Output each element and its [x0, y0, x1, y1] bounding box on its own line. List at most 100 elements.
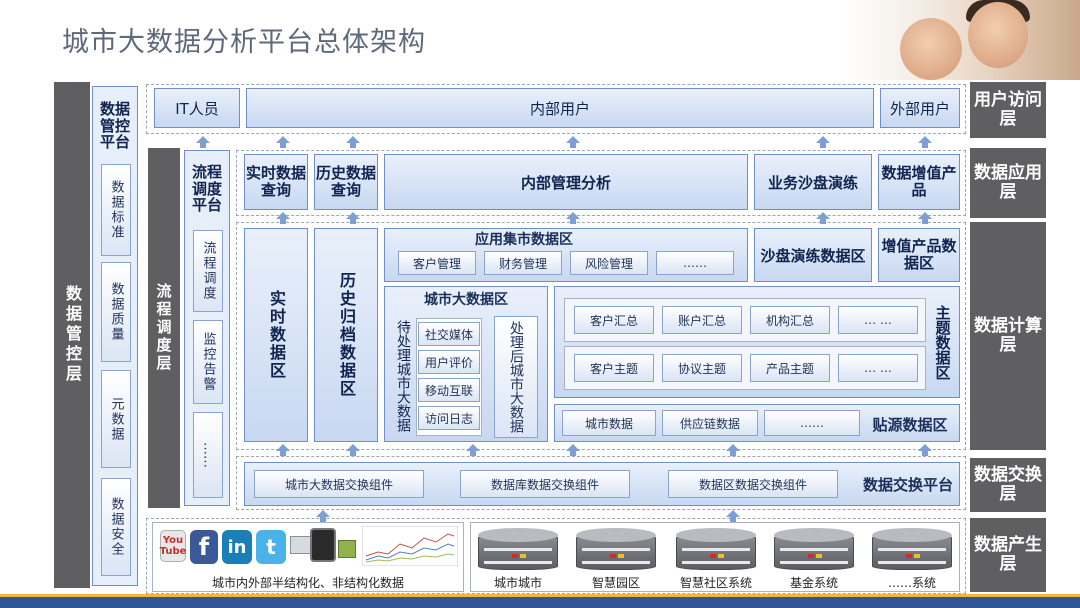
db-park-icon [576, 528, 656, 572]
topic-row2-more: … … [838, 354, 918, 382]
up-arrow-stem [820, 143, 826, 148]
internal-analysis-box: 内部管理分析 [384, 154, 748, 210]
up-arrow-icon [566, 444, 580, 451]
up-arrow-stem [922, 219, 928, 224]
mgmt-item-security: 数据安全 [101, 478, 131, 576]
mgmt-platform-title: 数据管控平台 [99, 100, 130, 152]
up-arrow-icon [316, 510, 330, 517]
footer-accent-line [0, 594, 1080, 597]
up-arrow-icon [346, 136, 360, 143]
up-arrow-icon [918, 444, 932, 451]
db-city-icon [478, 528, 558, 572]
up-arrow-stem [200, 143, 206, 148]
up-arrow-icon [276, 212, 290, 219]
exchange-city-component: 城市大数据交换组件 [254, 470, 424, 498]
up-arrow-stem [280, 451, 286, 456]
flow-layer-band: 流程调度层 [148, 148, 180, 508]
topic-account-summary: 账户汇总 [662, 306, 742, 334]
up-arrow-icon [726, 444, 740, 451]
topic-customer-summary: 客户汇总 [574, 306, 654, 334]
sandbox-box: 业务沙盘演练 [754, 154, 872, 210]
external-user-box: 外部用户 [880, 88, 960, 128]
phone-icon [310, 528, 336, 562]
mart-item-risk: 风险管理 [570, 251, 648, 275]
up-arrow-icon [816, 136, 830, 143]
up-arrow-icon [346, 212, 360, 219]
realtime-zone: 实时数据区 [244, 228, 308, 442]
flow-item-more: …… [193, 412, 223, 498]
mgmt-layer-label: 数据管控层 [63, 285, 82, 385]
up-arrow-icon [918, 136, 932, 143]
db-other-icon [872, 528, 952, 572]
up-arrow-stem [350, 451, 356, 456]
mgmt-layer-band: 数据管控层 [54, 82, 90, 588]
source-more: …… [764, 410, 860, 436]
mart-title: 应用集市数据区 [475, 232, 573, 248]
topic-agreement: 协议主题 [662, 354, 742, 382]
footer-bar [0, 597, 1080, 608]
source-zone-label: 贴源数据区 [872, 415, 948, 434]
up-arrow-icon [816, 212, 830, 219]
exchange-layer-frame [236, 456, 966, 510]
up-arrow-icon [346, 444, 360, 451]
up-arrow-icon [276, 444, 290, 451]
photo-person-1 [900, 18, 962, 80]
up-arrow-stem [320, 517, 326, 522]
up-arrow-stem [350, 219, 356, 224]
up-arrow-icon [466, 444, 480, 451]
mgmt-item-standard: 数据标准 [101, 164, 131, 256]
up-arrow-icon [276, 136, 290, 143]
up-arrow-stem [280, 143, 286, 148]
mart-item-more: …… [656, 251, 734, 275]
pending-item-social: 社交媒体 [418, 322, 480, 346]
history-query-box: 历史数据查询 [314, 154, 378, 210]
flow-platform-title: 流程调度平台 [191, 163, 222, 215]
it-staff-box: IT人员 [154, 88, 240, 128]
layer-data-compute: 数据计算层 [970, 222, 1046, 450]
up-arrow-stem [280, 219, 286, 224]
db-label-community: 智慧社区系统 [679, 575, 752, 590]
mart-item-customer: 客户管理 [398, 251, 476, 275]
up-arrow-stem [820, 219, 826, 224]
layer-data-exchange: 数据交换层 [970, 458, 1046, 512]
value-zone: 增值产品数据区 [878, 228, 960, 282]
realtime-query-box: 实时数据查询 [244, 154, 308, 210]
up-arrow-stem [730, 451, 736, 456]
db-label-park: 智慧园区 [591, 575, 640, 590]
history-zone: 历史归档数据区 [314, 228, 378, 442]
up-arrow-stem [570, 219, 576, 224]
mart-item-finance: 财务管理 [484, 251, 562, 275]
up-arrow-stem [922, 451, 928, 456]
exchange-zone-component: 数据区数据交换组件 [668, 470, 838, 498]
processed-data-box: 处理后城市大数据 [494, 316, 538, 438]
db-label-other: ……系统 [887, 575, 936, 590]
page-title: 城市大数据分析平台总体架构 [62, 27, 426, 58]
source-city-data: 城市数据 [562, 410, 656, 436]
device-icon [338, 540, 356, 558]
photo-person-2 [968, 2, 1028, 68]
flow-layer-label: 流程调度层 [154, 283, 173, 373]
topic-product: 产品主题 [750, 354, 830, 382]
up-arrow-stem [570, 143, 576, 148]
pending-item-mobile: 移动互联 [418, 378, 480, 402]
line-chart-thumbnail [362, 526, 458, 566]
internal-user-box: 内部用户 [246, 88, 874, 128]
up-arrow-icon [566, 136, 580, 143]
up-arrow-icon [566, 212, 580, 219]
exchange-db-component: 数据库数据交换组件 [460, 470, 630, 498]
source-supply-chain: 供应链数据 [662, 410, 758, 436]
up-arrow-stem [922, 143, 928, 148]
compute-layer-frame [236, 222, 966, 450]
up-arrow-stem [730, 517, 736, 522]
up-arrow-icon [196, 136, 210, 143]
flow-item-schedule: 流程调度 [193, 230, 223, 312]
sandbox-zone: 沙盘演练数据区 [754, 228, 872, 282]
up-arrow-stem [470, 451, 476, 456]
topic-org-summary: 机构汇总 [750, 306, 830, 334]
twitter-icon: t [256, 530, 286, 564]
up-arrow-icon [726, 510, 740, 517]
db-community-icon [676, 528, 756, 572]
semi-structured-label: 城市内外部半结构化、非结构化数据 [211, 575, 404, 590]
value-add-box: 数据增值产品 [878, 154, 960, 210]
